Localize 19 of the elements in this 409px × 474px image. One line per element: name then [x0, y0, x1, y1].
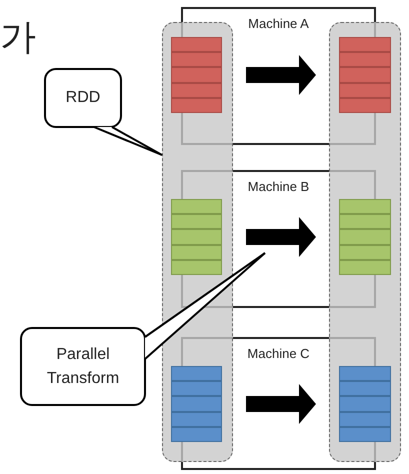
callout-bubble — [20, 327, 146, 406]
callout-text: RDD — [64, 88, 102, 108]
block-arrow — [246, 55, 316, 95]
partition-stack — [171, 37, 222, 113]
heading-fragment: 가 — [0, 16, 36, 60]
rdd-column — [162, 22, 233, 462]
partition-stack — [171, 366, 222, 442]
callout-bubble — [44, 68, 122, 128]
machine-label: Machine C — [246, 345, 310, 363]
partition-stack — [171, 199, 222, 275]
partition-stack — [339, 199, 391, 275]
partition-stack — [339, 366, 391, 442]
machine-label: Machine A — [247, 15, 310, 33]
rdd-column — [329, 22, 401, 462]
callout-text: Parallel Transform — [46, 344, 120, 388]
block-arrow — [246, 384, 316, 424]
block-arrow — [246, 217, 316, 257]
machine-label: Machine B — [246, 178, 310, 196]
partition-stack — [339, 37, 391, 113]
